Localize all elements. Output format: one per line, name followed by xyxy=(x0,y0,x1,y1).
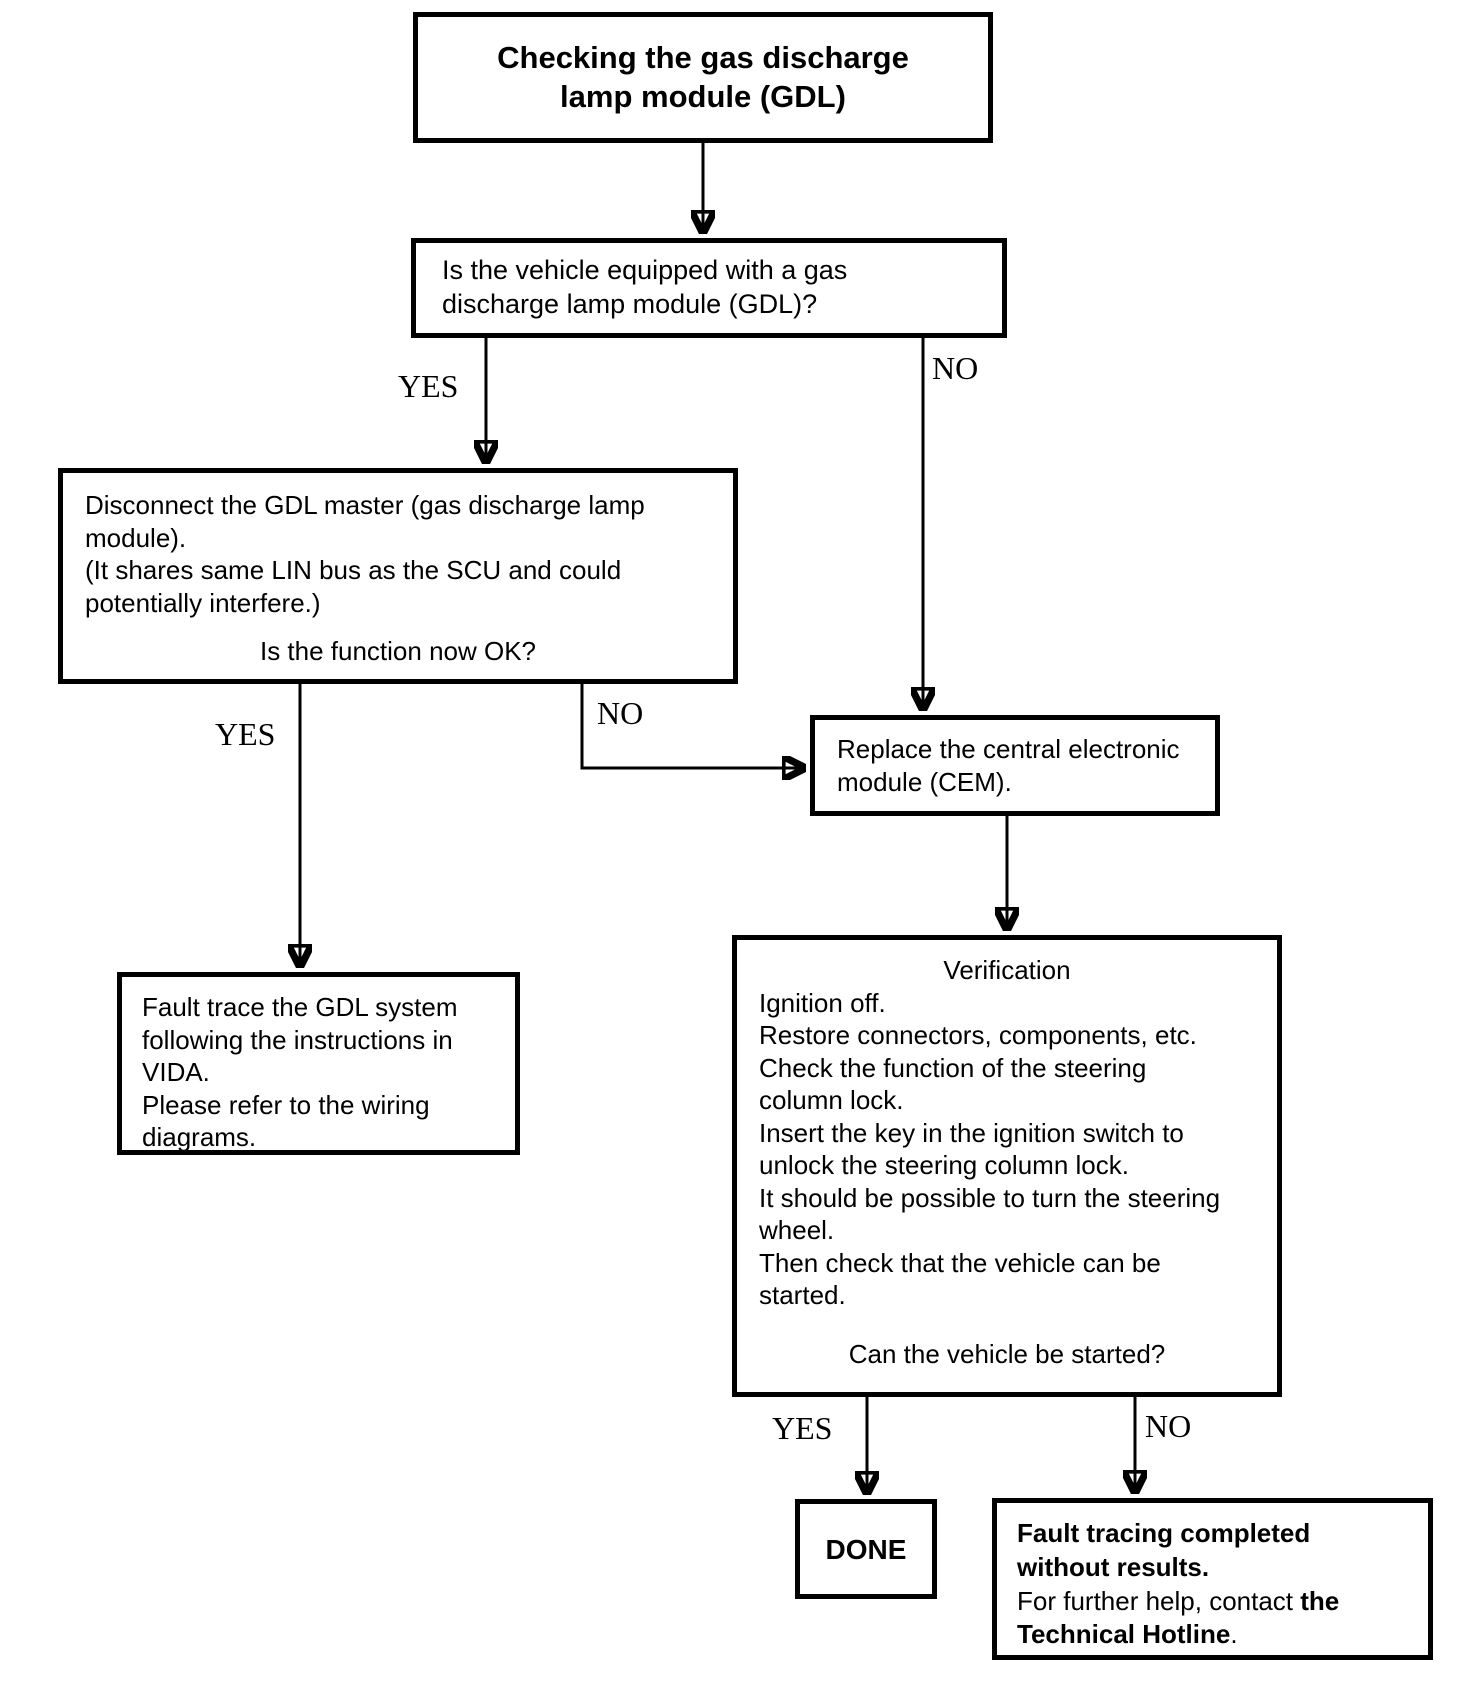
branch-label-no: NO xyxy=(597,695,644,731)
disconnect-box-question: Is the function now OK? xyxy=(259,636,537,666)
verification-question: Can the vehicle be started? xyxy=(848,1338,1166,1369)
outcome-line-3: For further help, contact the xyxy=(1017,1585,1340,1616)
outcome-line-4: Technical Hotline. xyxy=(1017,1619,1238,1650)
verification-body: Ignition off. Restore connectors, compon… xyxy=(759,987,1221,1311)
fault-trace-gdl-box: Fault trace the GDL system following the… xyxy=(117,972,520,1155)
title-box: Checking the gas discharge lamp module (… xyxy=(413,12,993,143)
branch-label-yes: YES xyxy=(772,1410,833,1446)
branch-label-yes: YES xyxy=(215,716,276,752)
branch-label-yes: YES xyxy=(398,368,459,404)
outcome-line-2: without results. xyxy=(1017,1551,1210,1582)
replace-cem-box: Replace the central electronic module (C… xyxy=(810,715,1220,816)
disconnect-gdl-master-box: Disconnect the GDL master (gas discharge… xyxy=(58,468,738,684)
connector-disconnect-no-to-cem xyxy=(580,684,806,768)
outcome-line-1: Fault tracing completed xyxy=(1017,1518,1311,1548)
branch-label-no: NO xyxy=(1145,1408,1192,1444)
fault-tracing-completed-box: Fault tracing completed without results.… xyxy=(992,1498,1433,1660)
verification-box: Verification Ignition off. Restore conne… xyxy=(732,935,1282,1397)
gdl-equipped-question-box: Is the vehicle equipped with a gas disch… xyxy=(411,238,1007,338)
verification-title: Verification xyxy=(943,955,1071,985)
disconnect-box-body: Disconnect the GDL master (gas discharge… xyxy=(85,490,645,618)
done-box: DONE xyxy=(795,1499,937,1599)
branch-label-no: NO xyxy=(932,350,979,386)
